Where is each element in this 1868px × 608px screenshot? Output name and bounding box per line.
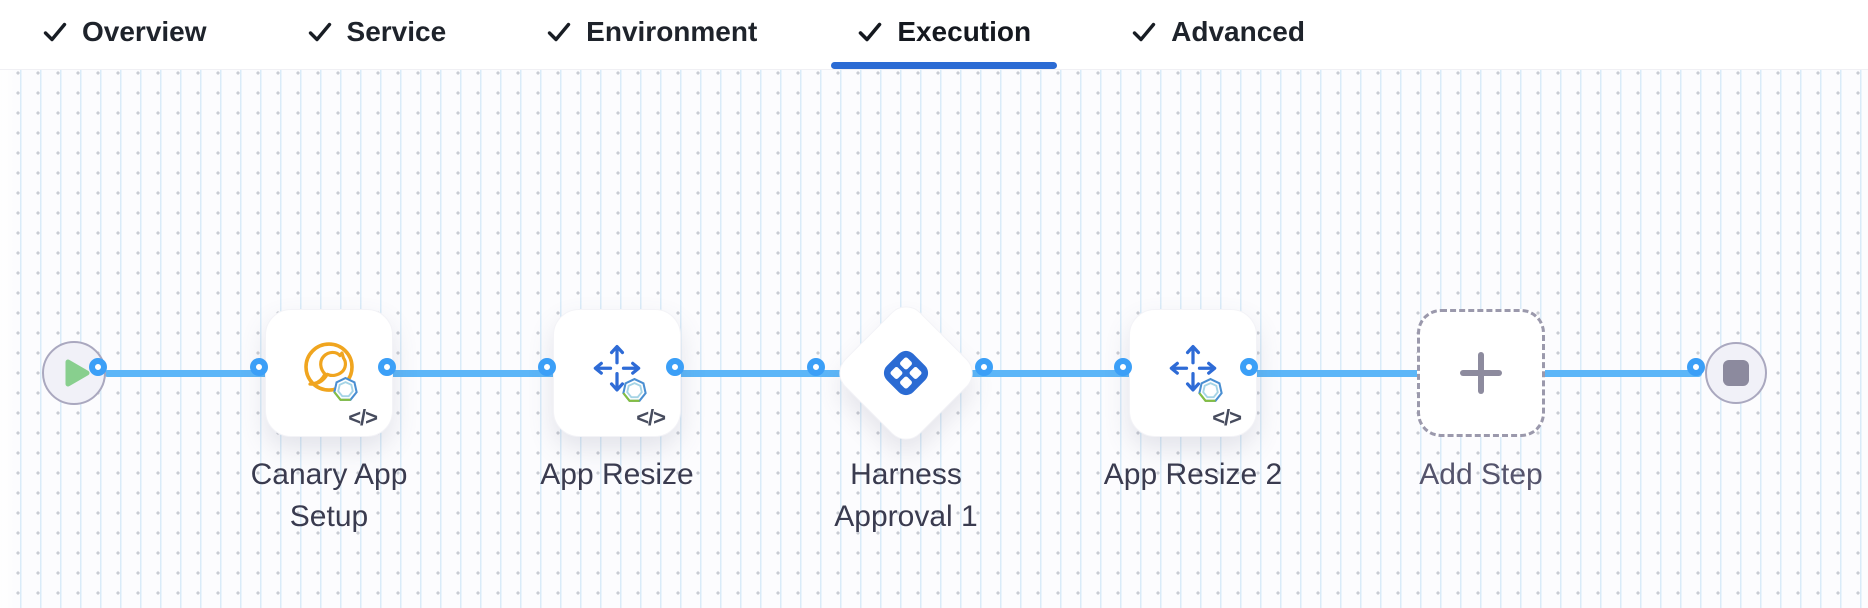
check-icon [1131,19,1157,45]
connector-point[interactable] [807,358,825,376]
tab-label: Environment [586,15,758,47]
tab-environment[interactable]: Environment [546,0,757,69]
connector-point[interactable] [1687,358,1705,376]
pipeline-end-node [1705,342,1767,404]
tab-label: Advanced [1171,15,1305,47]
connector-point[interactable] [250,358,268,376]
step-node-canary-app-setup[interactable]: </> [265,309,393,437]
pipeline-canvas[interactable]: </> </> [0,70,1868,608]
code-template-icon: </> [348,405,378,430]
tanzu-hexagon-icon [1197,377,1224,409]
node-label-harness-approval-1: Harness Approval 1 [834,458,978,533]
connector-point[interactable] [1114,358,1132,376]
tab-advanced[interactable]: Advanced [1131,0,1305,69]
connector-point[interactable] [666,358,684,376]
check-icon [546,19,572,45]
pipeline-stage-tabbar: Overview Service Environment Execution A… [0,0,1868,70]
tab-overview[interactable]: Overview [42,0,207,69]
code-template-icon: </> [636,405,666,430]
connector-point[interactable] [538,358,556,376]
approval-node-harness-approval-1[interactable] [831,298,981,448]
node-label-app-resize-2: App Resize 2 [1103,458,1283,491]
plus-icon [1460,352,1502,394]
canvas-left-fade [0,70,16,608]
tab-label: Service [346,15,447,47]
stop-icon [1723,360,1749,386]
node-label-app-resize: App Resize [540,458,694,491]
connector-point[interactable] [378,358,396,376]
tab-label: Execution [897,15,1032,47]
check-icon [857,19,883,45]
play-icon [65,359,90,387]
tanzu-hexagon-icon [332,376,359,408]
connector-point[interactable] [89,358,107,376]
active-tab-underline [831,62,1058,69]
check-icon [307,19,333,45]
tab-service[interactable]: Service [307,0,447,69]
resize-arrows-icon [591,342,643,399]
check-icon [42,19,68,45]
step-node-app-resize[interactable]: </> [553,309,681,437]
tanzu-hexagon-icon [621,377,648,409]
tab-execution[interactable]: Execution [831,0,1058,69]
add-step-button[interactable] [1417,309,1545,437]
tab-label: Overview [82,15,207,47]
node-label-add-step: Add Step [1419,458,1543,491]
resize-arrows-icon [1167,342,1219,399]
canary-bird-icon [301,340,357,401]
code-template-icon: </> [1212,405,1242,430]
pipeline-start-node [42,341,106,405]
step-node-app-resize-2[interactable]: </> [1129,309,1257,437]
node-label-canary-app-setup: Canary App Setup [250,458,408,533]
connector-point[interactable] [975,358,993,376]
connector-point[interactable] [1240,358,1258,376]
